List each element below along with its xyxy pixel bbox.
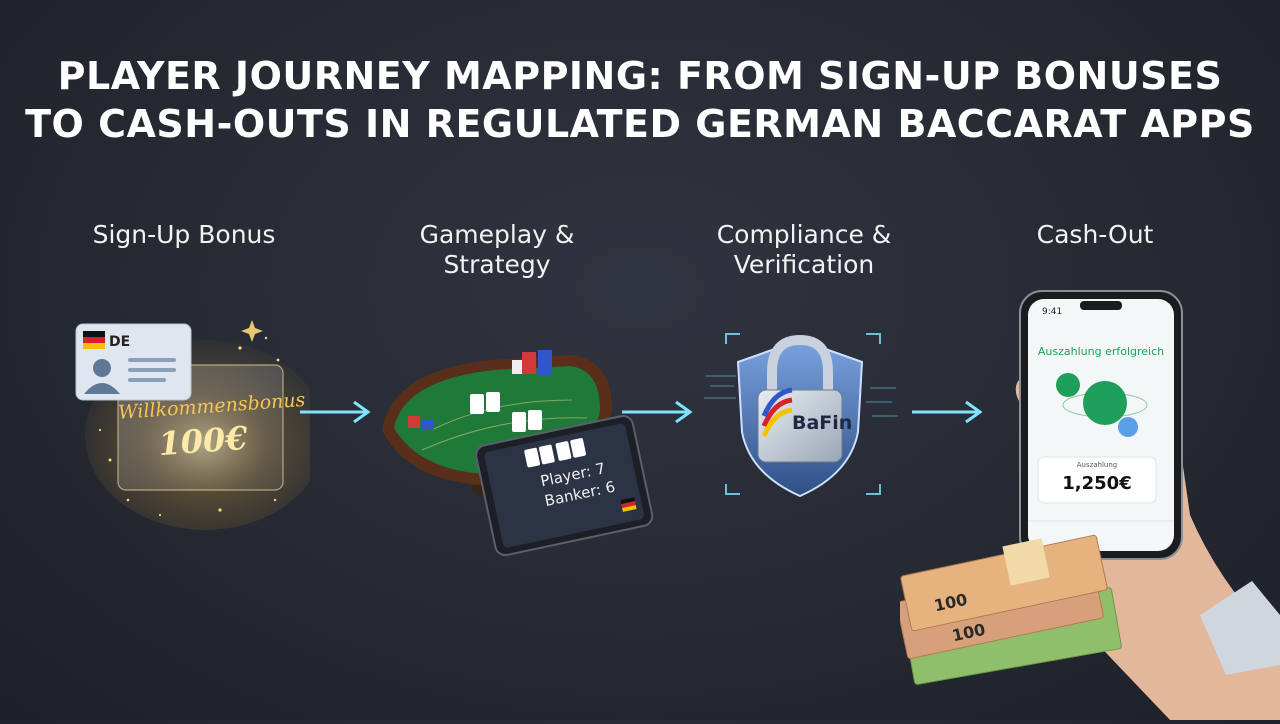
signup-illustration: DE Willkommensbonus 100€ [70, 310, 325, 530]
user-avatar-icon [84, 359, 120, 394]
german-flag-icon [620, 497, 637, 512]
arrow-3-icon [912, 400, 983, 424]
gameplay-illustration: Player: 7 Banker: 6 [372, 340, 662, 560]
id-card-country: DE [109, 334, 131, 350]
stage-label-signup: Sign-Up Bonus [92, 220, 276, 249]
compliance-illustration: BaFin [700, 328, 900, 508]
tablet [475, 415, 654, 557]
german-flag-icon [83, 331, 105, 349]
euro-coin-icon [1056, 373, 1148, 437]
stage-label-compliance: Compliance & Verification [716, 220, 892, 279]
id-card [75, 323, 192, 401]
padlock-icon [757, 334, 843, 463]
arrow-2-icon [622, 400, 693, 424]
cashout-illustration: 9:41 Auszahlung erfolgreich Auszahlung 1… [896, 285, 1280, 720]
phone-success-message: Auszahlung erfolgreich [1037, 345, 1165, 358]
banknote-stack-icon [896, 534, 1122, 685]
stage-label-gameplay: Gameplay & Strategy [419, 220, 575, 279]
playing-card-icon [470, 392, 542, 432]
title-line-1: PLAYER JOURNEY MAPPING: FROM SIGN-UP BON… [57, 54, 1223, 98]
smartphone-icon [1019, 290, 1183, 560]
arrow-1-icon [300, 400, 371, 424]
sparkle-icon [98, 320, 280, 517]
chip-stack-icon [408, 350, 552, 430]
title-line-2: TO CASH-OUTS IN REGULATED GERMAN BACCARA… [25, 102, 1255, 146]
stage-label-cashout: Cash-Out [1036, 220, 1154, 249]
page-title: PLAYER JOURNEY MAPPING: FROM SIGN-UP BON… [0, 52, 1280, 148]
scan-frame-icon [725, 333, 881, 495]
phone-payout-amount: 1,250€ [1062, 473, 1132, 494]
phone-amount-caption: Auszahlung [1076, 461, 1118, 469]
phone-time: 9:41 [1042, 307, 1063, 317]
regulator-label: BaFin [792, 412, 853, 434]
